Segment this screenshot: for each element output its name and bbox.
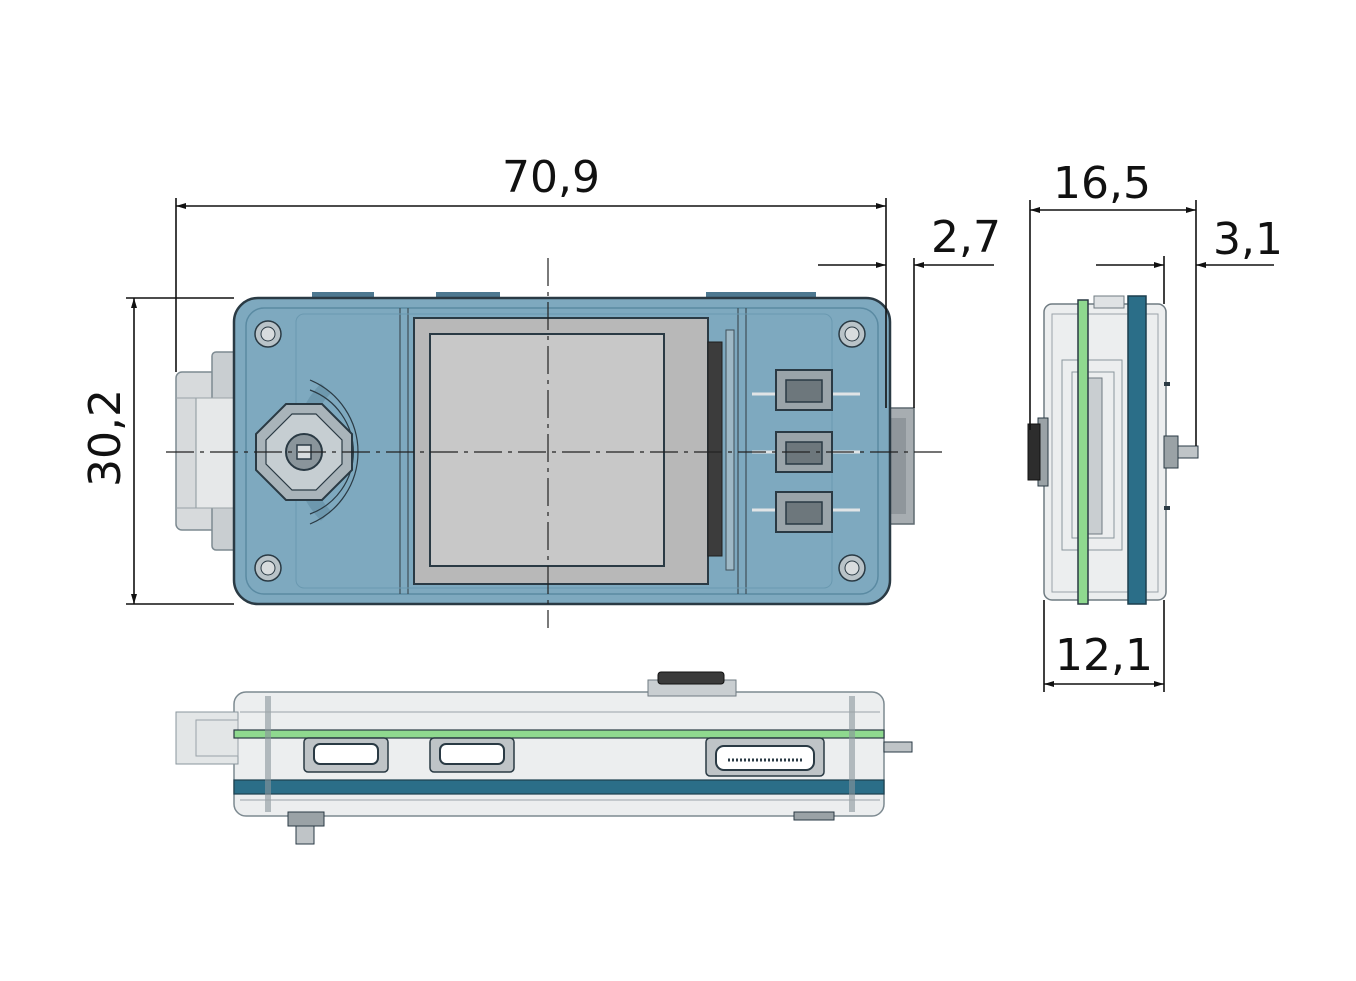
pcb-blue-bottom <box>233 779 885 795</box>
side-view <box>1027 295 1199 605</box>
front-view <box>166 258 946 628</box>
dim-board-spacing: 12,1 <box>1055 630 1153 681</box>
button-stack <box>752 369 860 533</box>
top-button-1 <box>312 292 374 300</box>
screw-icon <box>254 320 866 582</box>
pcb-green-bottom <box>233 729 885 739</box>
display-screen <box>413 317 735 585</box>
usb-port-icon <box>303 737 825 777</box>
pcb-blue <box>1127 295 1147 605</box>
dim-overall-length: 70,9 <box>502 152 600 203</box>
dim-connector-protrusion: 2,7 <box>931 212 1001 263</box>
top-button-3 <box>706 292 816 300</box>
button-3 <box>752 491 860 533</box>
dimension-lines <box>126 198 1274 692</box>
left-connector <box>175 351 239 551</box>
bottom-view <box>175 671 913 845</box>
top-button-2 <box>436 292 500 300</box>
dim-side-depth: 16,5 <box>1053 158 1151 209</box>
button-1 <box>752 369 860 411</box>
dim-pin-protrusion: 3,1 <box>1213 214 1283 265</box>
dim-height: 30,2 <box>80 389 131 487</box>
pcb-green <box>1077 299 1089 605</box>
